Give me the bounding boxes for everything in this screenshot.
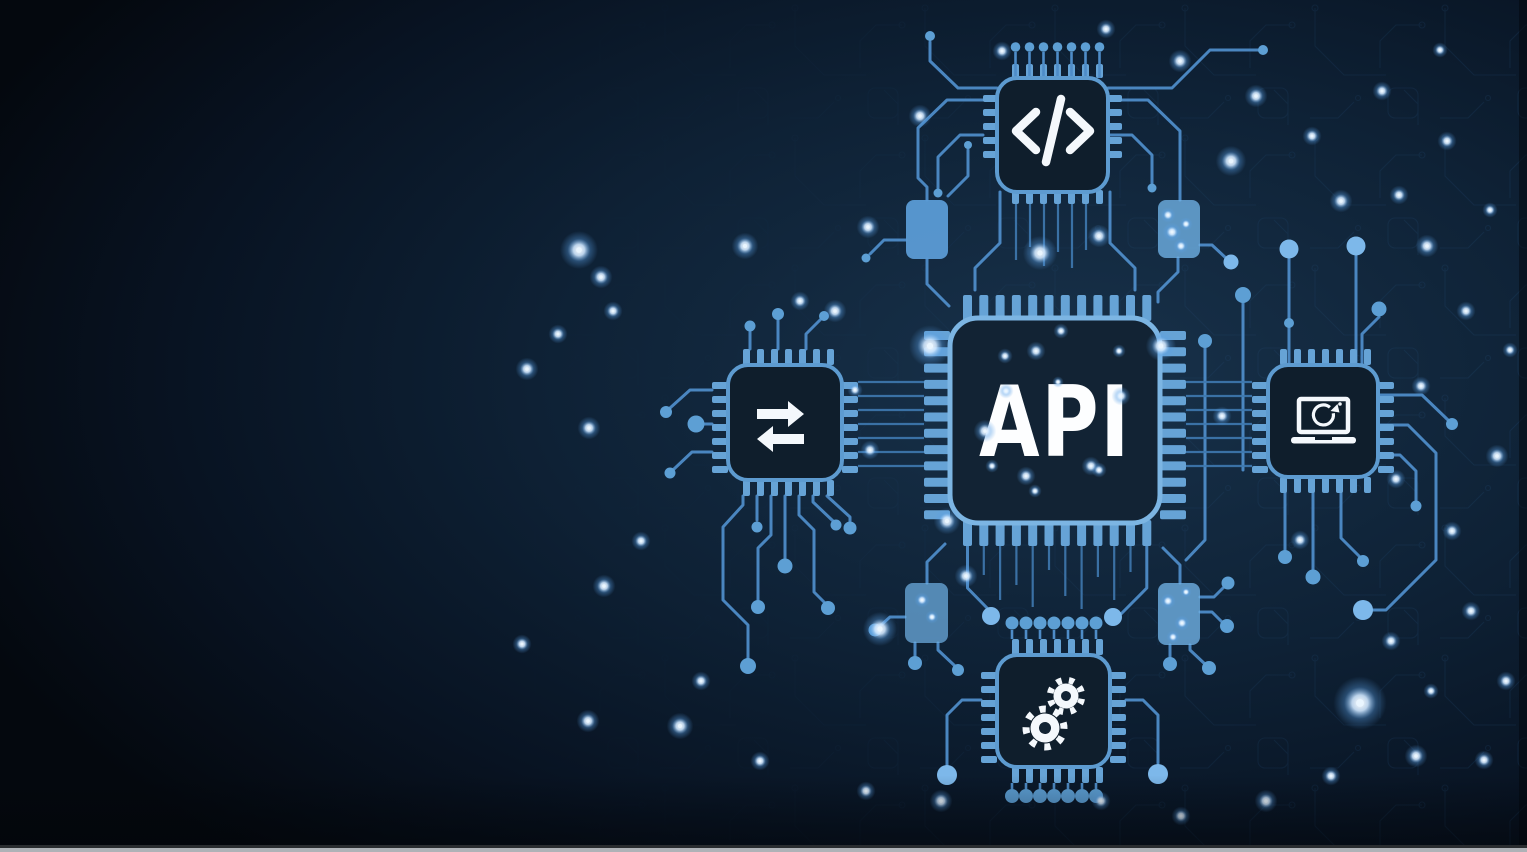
bottom-edge-strip xyxy=(0,848,1527,852)
bottom-vignette xyxy=(0,596,1527,852)
chip-laptop xyxy=(1266,363,1380,479)
circuit-traces xyxy=(668,40,1450,767)
right-edge-shade xyxy=(1519,0,1527,852)
chip-code xyxy=(995,76,1110,194)
transfer-arrows-icon xyxy=(757,401,804,452)
chip-transfer xyxy=(726,363,844,482)
code-tag-icon xyxy=(1011,94,1095,167)
bottom-edge-line xyxy=(0,845,1527,848)
module-top-left xyxy=(906,200,948,259)
laptop-sync-icon xyxy=(1291,396,1356,444)
